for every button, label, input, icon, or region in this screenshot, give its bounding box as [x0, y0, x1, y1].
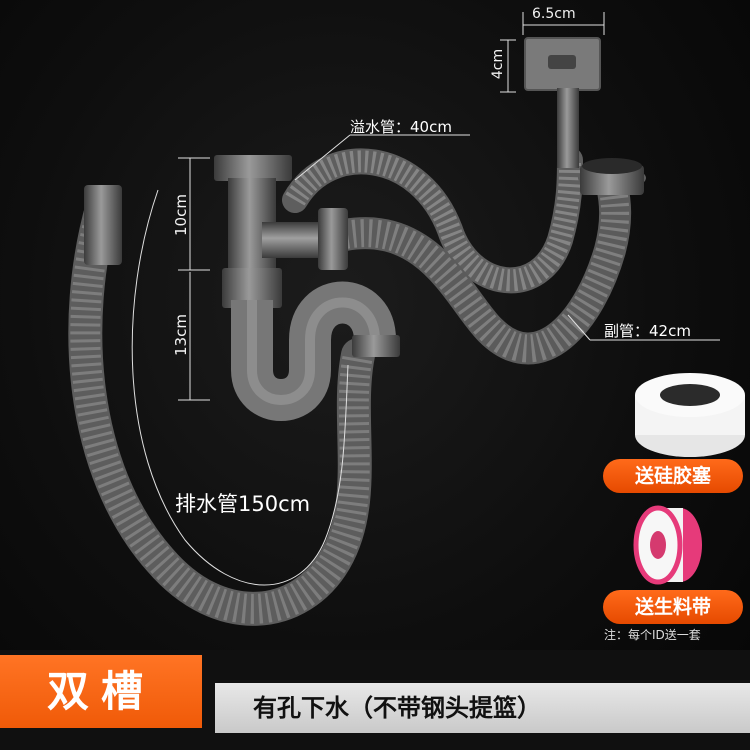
drain-hose — [68, 188, 375, 626]
gift-note: 注：每个ID送一套 — [604, 628, 701, 642]
drain-measure-arc — [131, 189, 349, 586]
hose-end-cuff — [84, 185, 122, 265]
sink-drain-illustration — [68, 12, 745, 626]
secondary-hose-label: 副管：42cm — [604, 322, 691, 340]
drain-hose-label: 排水管150cm — [175, 492, 311, 516]
upper-pipe-label: 10cm — [172, 194, 190, 236]
lower-pipe-label: 13cm — [172, 314, 190, 356]
drain-height-label: 4cm — [490, 48, 506, 80]
dimension-lines — [178, 12, 720, 401]
drain-width-label: 6.5cm — [532, 6, 576, 22]
overflow-hose-label: 溢水管：40cm — [350, 118, 452, 136]
variant-tag: 双槽 — [0, 655, 202, 728]
overflow-hose — [282, 147, 583, 294]
main-inlet-nut — [214, 155, 292, 181]
gift-tape-badge: 送生料带 — [603, 590, 743, 624]
gift-plug-badge: 送硅胶塞 — [603, 459, 743, 493]
tee-joint — [318, 208, 348, 270]
variant-description: 有孔下水（不带钢头提篮） — [215, 683, 750, 733]
